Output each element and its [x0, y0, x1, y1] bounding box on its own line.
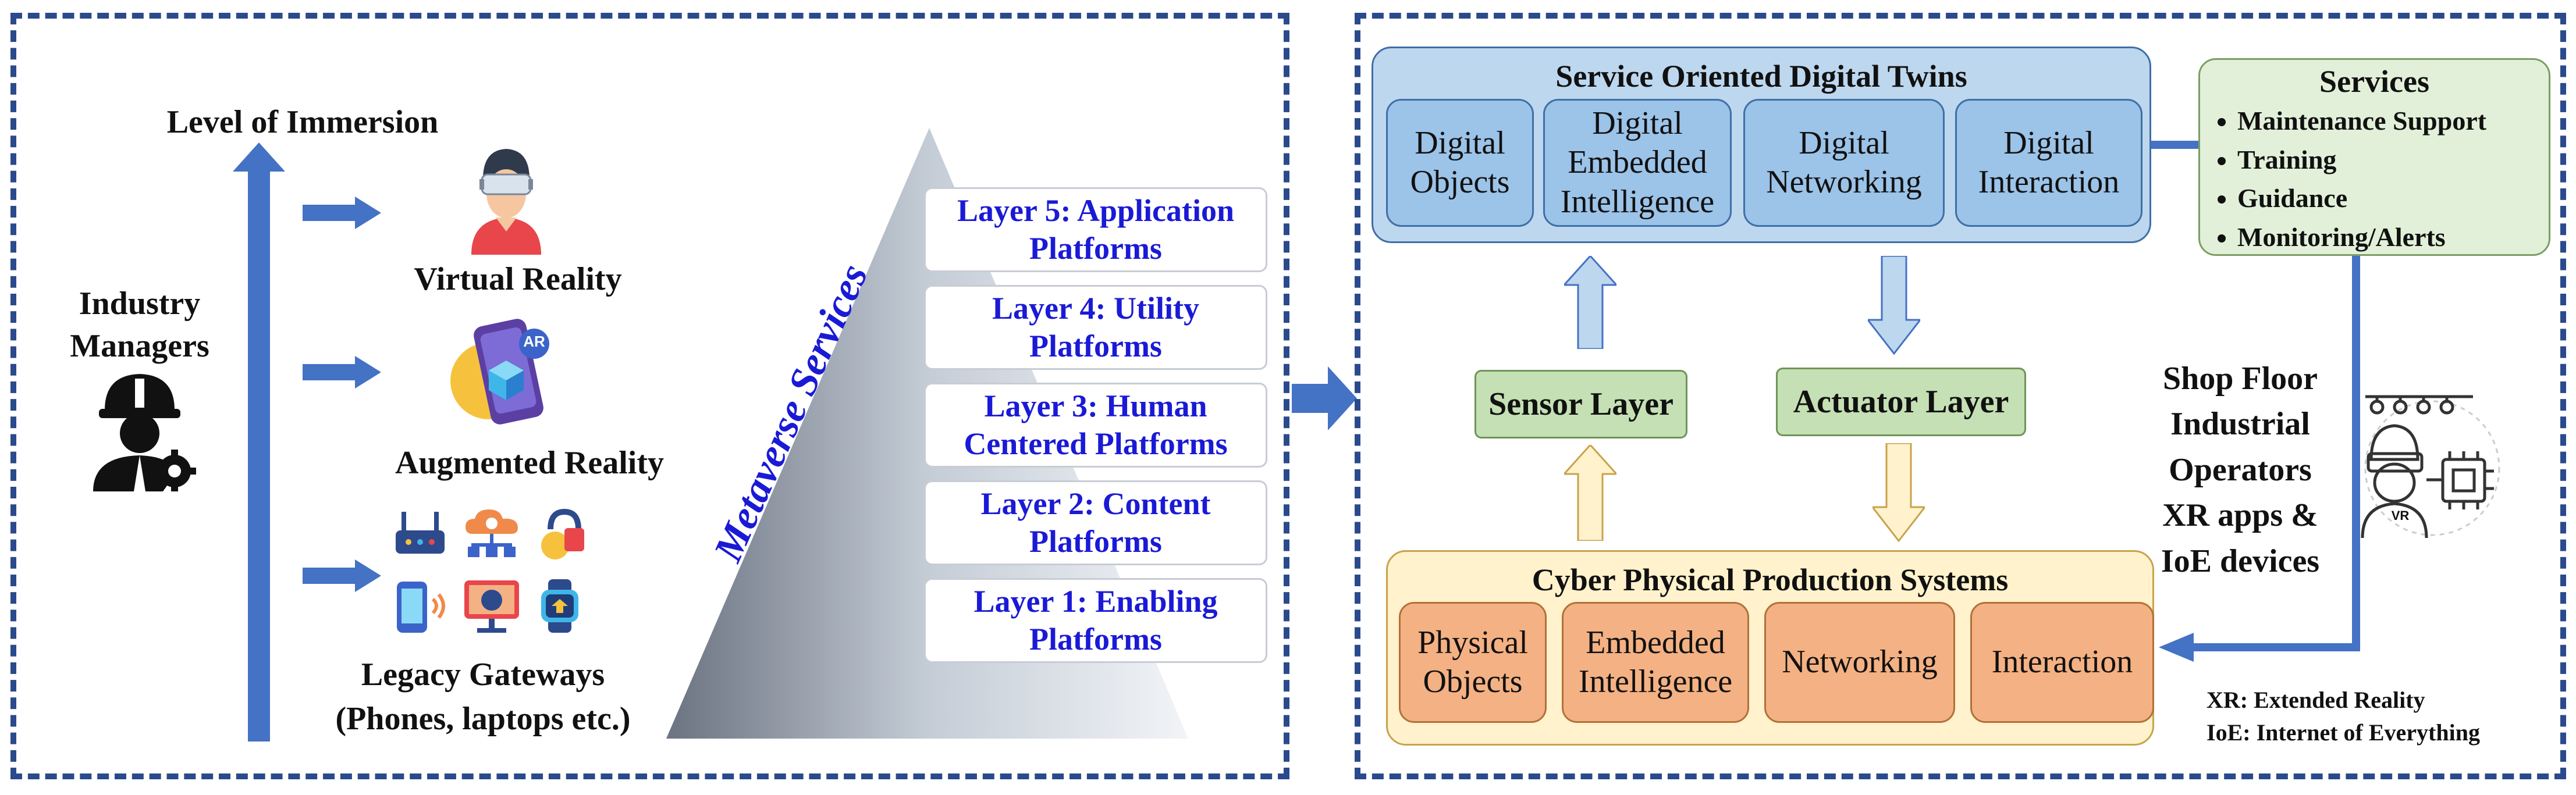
down-arrow-sodt-to-actuator — [1868, 256, 1920, 355]
services-cpps-arrowhead — [2159, 633, 2194, 662]
operators-label: Shop Floor Industrial Operators XR apps … — [2147, 356, 2333, 584]
services-cpps-line-v — [2352, 256, 2360, 651]
arrow-vr — [303, 197, 381, 229]
operators-line: Industrial — [2170, 406, 2310, 443]
sodt-digital-interaction: Digital Interaction — [1955, 99, 2142, 227]
cpps-networking: Networking — [1764, 602, 1955, 723]
operators-line: Shop Floor — [2162, 361, 2318, 397]
down-arrow-actuator-to-cpps — [1873, 443, 1925, 542]
phone-wifi-icon — [397, 582, 445, 633]
operators-line: IoE devices — [2161, 543, 2320, 579]
panel-connector-arrow — [1292, 366, 1357, 430]
legacy-label-2: (Phones, laptops etc.) — [335, 701, 631, 737]
sensor-layer-box: Sensor Layer — [1474, 370, 1687, 439]
service-item: Maintenance Support — [2237, 102, 2535, 141]
layer-5-box: Layer 5: Application Platforms — [924, 187, 1267, 272]
layer-2-box: Layer 2: Content Platforms — [924, 480, 1267, 565]
cloud-network-icon — [466, 509, 518, 557]
vr-label: Virtual Reality — [414, 261, 622, 297]
operators-line: XR apps & — [2162, 497, 2318, 534]
cpps-physical-objects: Physical Objects — [1399, 602, 1547, 723]
lock-cloud-icon — [541, 508, 584, 559]
legend: XR: Extended Reality IoE: Internet of Ev… — [2207, 684, 2556, 749]
immersion-arrow — [233, 142, 285, 741]
legend-xr: XR: Extended Reality — [2207, 687, 2425, 713]
layer-3-box: Layer 3: Human Centered Platforms — [924, 383, 1267, 468]
service-item: Guidance — [2237, 179, 2535, 218]
sodt-digital-embedded-intelligence: Digital Embedded Intelligence — [1543, 99, 1732, 227]
arrow-legacy — [303, 559, 381, 592]
actuator-layer-box: Actuator Layer — [1776, 368, 2026, 436]
operators-line: Operators — [2169, 451, 2312, 488]
services-title: Services — [2319, 64, 2429, 99]
ar-phone-icon — [450, 319, 549, 425]
vr-headset-person-icon — [471, 149, 541, 255]
sodt-digital-objects: Digital Objects — [1386, 99, 1534, 227]
immersion-label: Level of Immersion — [166, 104, 439, 140]
managers-label: Industry Managers — [70, 286, 209, 364]
router-icon — [396, 512, 445, 554]
sodt-digital-networking: Digital Networking — [1743, 99, 1945, 227]
services-cpps-line-h — [2188, 643, 2360, 651]
layer-1-box: Layer 1: Enabling Platforms — [924, 578, 1267, 663]
services-box: Services Maintenance Support Training Gu… — [2198, 58, 2550, 256]
legacy-label-1: Legacy Gateways — [361, 657, 605, 693]
legend-ioe: IoE: Internet of Everything — [2207, 719, 2480, 746]
service-item: Training — [2237, 141, 2535, 180]
arrow-ar — [303, 356, 381, 388]
up-arrow-cpps-to-sensor — [1564, 445, 1616, 541]
service-item: Monitoring/Alerts — [2237, 218, 2535, 257]
cpps-embedded-intelligence: Embedded Intelligence — [1562, 602, 1749, 723]
up-arrow-sensor-to-sodt — [1564, 256, 1616, 349]
manager-icon — [93, 374, 196, 491]
smartwatch-icon — [541, 579, 578, 633]
sodt-title: Service Oriented Digital Twins — [1555, 59, 1967, 94]
right-panel — [1355, 13, 2566, 779]
monitor-gauge-icon — [464, 580, 519, 633]
ar-badge: AR — [523, 333, 545, 350]
cpps-interaction: Interaction — [1970, 602, 2154, 723]
cpps-title: Cyber Physical Production Systems — [1532, 562, 2009, 597]
operator-vr-circuit-icon — [2361, 395, 2500, 539]
layer-4-box: Layer 4: Utility Platforms — [924, 285, 1267, 370]
left-panel — [10, 13, 1289, 779]
ar-label: Augmented Reality — [395, 445, 664, 481]
operator-vr-badge: VR — [2391, 508, 2410, 523]
sodt-services-connector — [2151, 141, 2198, 149]
